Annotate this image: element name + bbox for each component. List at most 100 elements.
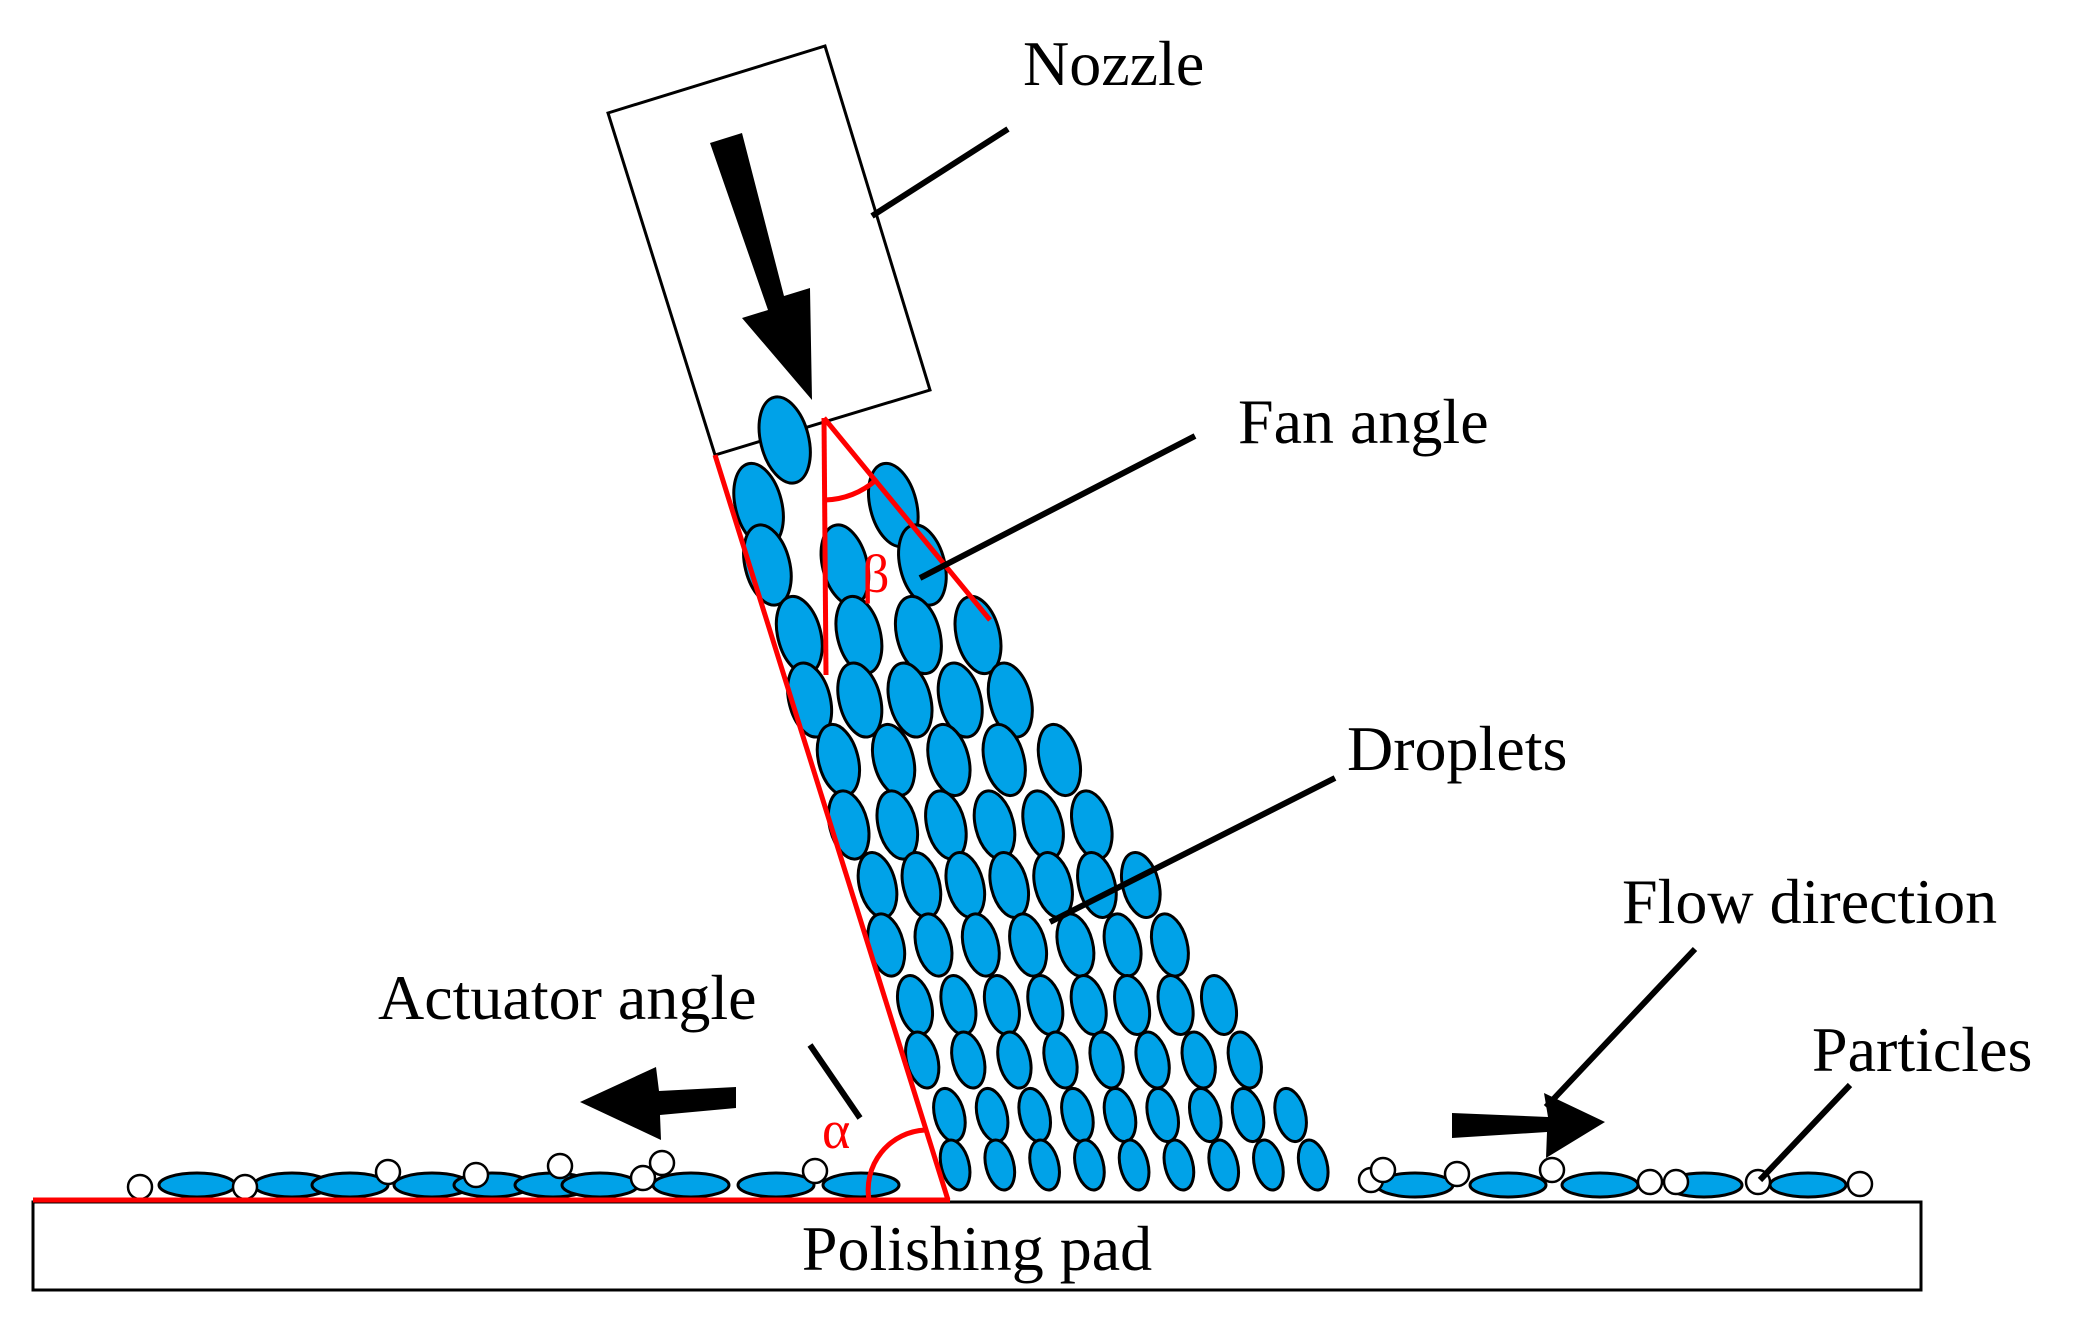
actuator-angle-leader: [807, 1043, 863, 1120]
particle: [801, 1157, 829, 1185]
droplet: [960, 912, 1001, 978]
droplet: [1230, 1086, 1266, 1144]
particle: [546, 1152, 574, 1180]
droplet: [1088, 1030, 1125, 1090]
droplet: [939, 974, 978, 1036]
fan-angle-label: Fan angle: [1238, 386, 1489, 457]
particle: [1538, 1156, 1566, 1184]
droplet: [924, 789, 968, 861]
droplet: [913, 912, 954, 978]
nozzle-leader: [870, 126, 1010, 219]
droplet: [932, 1086, 967, 1144]
droplet: [926, 722, 972, 798]
droplets-spray: [732, 395, 1330, 1192]
droplet: [1188, 1086, 1223, 1144]
particle: [231, 1173, 259, 1201]
nozzle-axis-line: [712, 454, 951, 1201]
droplet: [1102, 912, 1143, 978]
surface-droplet: [736, 1171, 816, 1199]
actuator-angle-arc: [865, 1127, 926, 1201]
surface-droplet: [821, 1171, 901, 1199]
flow-direction-leader: [1543, 946, 1698, 1110]
droplet: [1252, 1138, 1285, 1192]
droplet: [1113, 974, 1152, 1036]
fan-edge-left: [821, 417, 829, 676]
droplet: [1149, 912, 1190, 978]
droplet: [886, 661, 934, 739]
droplet: [1060, 1086, 1095, 1144]
surface-droplet: [1468, 1171, 1548, 1199]
fan-angle-leader: [918, 433, 1197, 581]
droplet: [983, 1138, 1017, 1192]
droplet: [896, 974, 934, 1036]
particle: [648, 1149, 676, 1177]
droplet: [893, 594, 943, 676]
fan-angle-arc: [824, 478, 878, 503]
droplet: [1296, 1138, 1330, 1192]
droplet: [982, 974, 1021, 1036]
alpha-symbol: α: [822, 1100, 850, 1160]
droplet: [1008, 912, 1049, 978]
droplet: [1200, 974, 1238, 1036]
droplet: [981, 722, 1027, 798]
droplet: [972, 789, 1017, 861]
droplet: [1073, 1138, 1106, 1192]
droplet: [950, 1030, 987, 1090]
polishing-pad: [31, 1200, 1923, 1292]
polishing-pad-label: Polishing pad: [802, 1213, 1152, 1284]
droplet: [1028, 1138, 1061, 1192]
droplet: [836, 661, 884, 739]
particle: [629, 1164, 657, 1192]
droplet: [1017, 1086, 1052, 1144]
particle: [1443, 1160, 1471, 1188]
actuator-angle-label: Actuator angle: [378, 962, 757, 1033]
droplet: [1026, 974, 1065, 1036]
particles-label: Particles: [1812, 1014, 2032, 1085]
surface-droplet: [651, 1171, 731, 1199]
flow-direction-label: Flow direction: [1622, 866, 1997, 937]
particle: [126, 1173, 154, 1201]
droplet: [1042, 1030, 1079, 1090]
droplets-leader: [1048, 775, 1337, 925]
droplet: [1102, 1086, 1138, 1144]
surface-droplet: [1768, 1171, 1848, 1199]
surface-droplet: [1560, 1171, 1640, 1199]
droplet: [1069, 974, 1108, 1036]
droplet: [1117, 1138, 1151, 1192]
droplet: [1036, 722, 1083, 798]
angle-lines: [33, 416, 992, 1203]
particle: [1636, 1168, 1664, 1196]
particle: [1369, 1156, 1397, 1184]
droplet: [974, 1086, 1010, 1144]
droplet: [757, 395, 812, 485]
droplet: [1156, 974, 1195, 1036]
droplet: [1226, 1030, 1263, 1090]
surface-particles: [126, 1149, 1874, 1201]
particle: [462, 1161, 490, 1189]
droplet: [1207, 1138, 1241, 1192]
droplet: [936, 661, 984, 739]
droplet: [1180, 1030, 1217, 1090]
particle: [374, 1158, 402, 1186]
droplet: [938, 1138, 972, 1192]
droplet: [1134, 1030, 1171, 1090]
particle: [1846, 1170, 1874, 1198]
nozzle: [606, 44, 932, 457]
droplet: [1145, 1086, 1180, 1144]
particle: [1662, 1168, 1690, 1196]
droplet: [1273, 1086, 1308, 1144]
flow-arrow-left: [580, 1067, 736, 1140]
flow-arrow-right: [1452, 1093, 1605, 1158]
droplet: [1162, 1138, 1196, 1192]
droplets-label: Droplets: [1347, 713, 1567, 784]
surface-droplet: [157, 1171, 237, 1199]
droplet: [996, 1030, 1033, 1090]
particles-leader: [1757, 1082, 1853, 1183]
fan-edge-right: [822, 416, 992, 622]
nozzle-arrow: [710, 133, 812, 400]
droplet: [988, 850, 1031, 920]
nozzle-label: Nozzle: [1023, 28, 1204, 99]
surface-droplet: [560, 1171, 640, 1199]
droplet: [986, 661, 1034, 739]
